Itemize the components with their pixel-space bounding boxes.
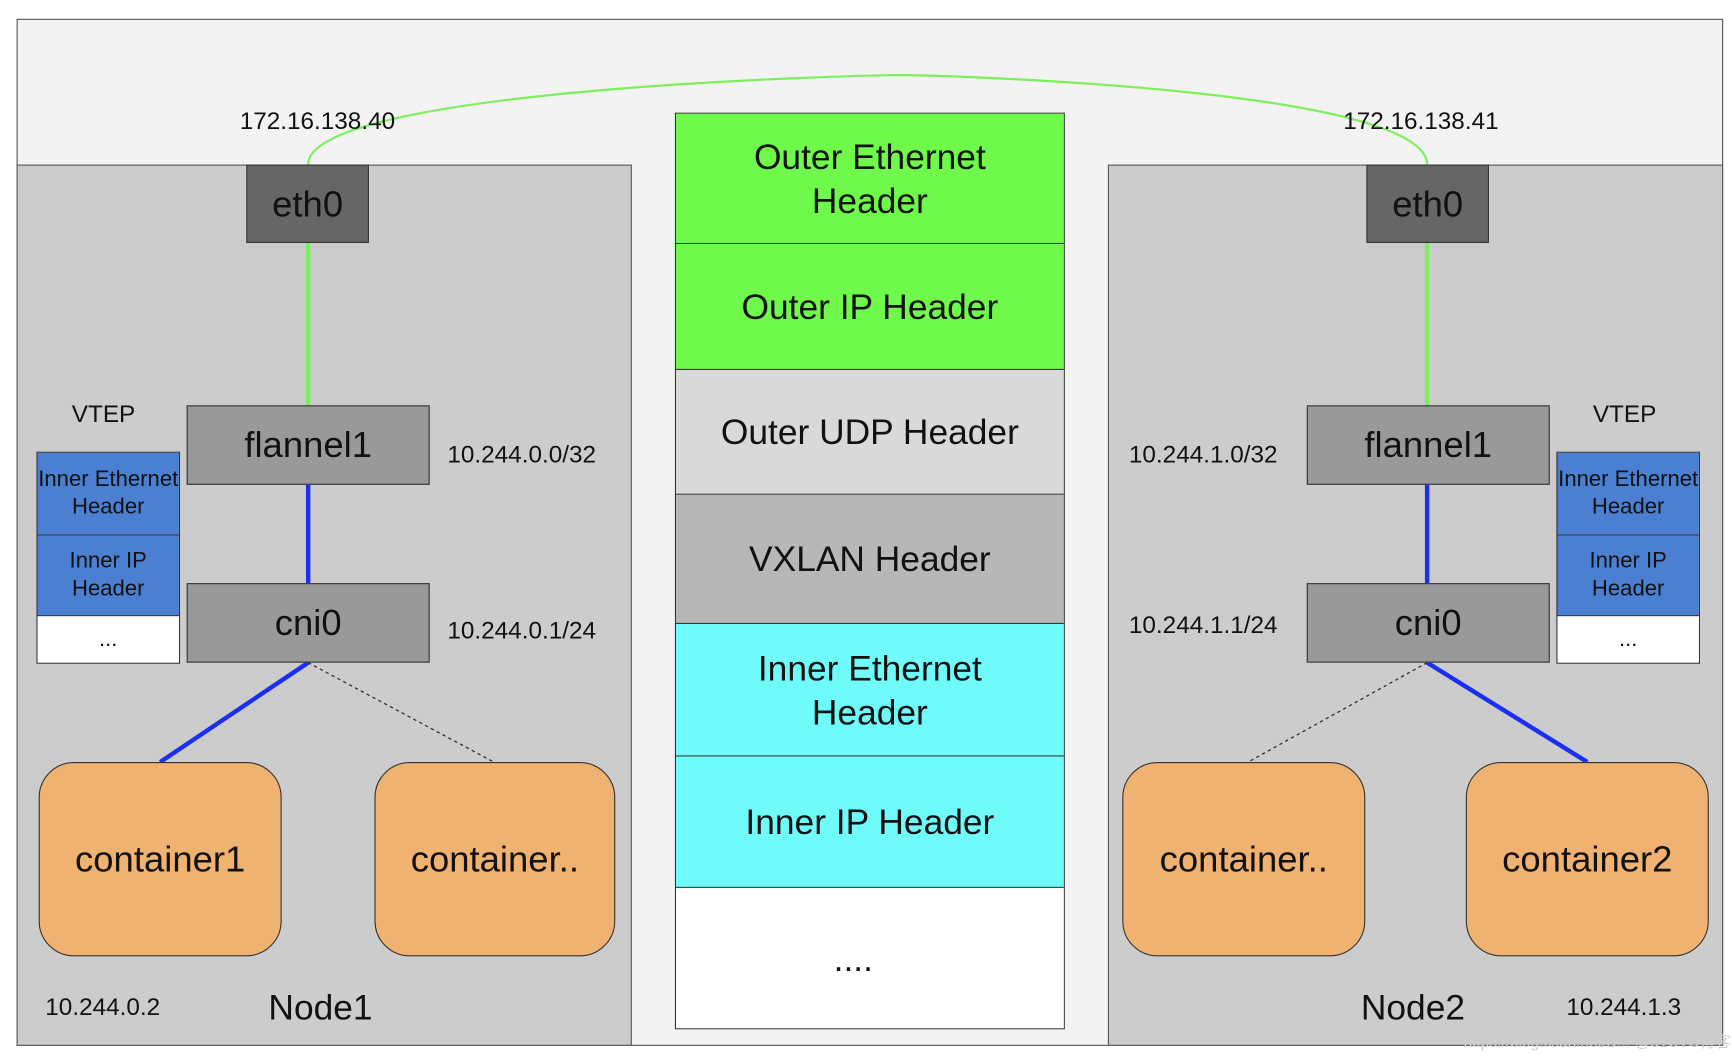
node2-vtep-inner-ip: Inner IP Header — [1557, 535, 1699, 617]
node2-cni0: cni0 — [1306, 583, 1550, 663]
vxlan-packet-stack: Outer Ethernet Header Outer IP Header Ou… — [674, 112, 1065, 1030]
layer-inner-ip: Inner IP Header — [676, 756, 1064, 888]
node2-vtep-stack: Inner Ethernet Header Inner IP Header ..… — [1556, 451, 1700, 664]
node2-container2: container2 — [1465, 762, 1709, 957]
node2-vtep-label: VTEP — [1592, 399, 1657, 428]
node1-name: Node1 — [268, 987, 373, 1028]
node1-underlay-ip: 172.16.138.40 — [239, 107, 396, 135]
layer-outer-ip: Outer IP Header — [676, 244, 1064, 370]
node1-eth0: eth0 — [246, 164, 369, 243]
node1-vtep-inner-ip: Inner IP Header — [37, 535, 179, 617]
node1-flannel1: flannel1 — [186, 405, 430, 485]
underlay-link — [307, 73, 1429, 165]
node1-container1-link — [158, 660, 310, 764]
node2-container-other-link — [1247, 662, 1428, 763]
layer-vxlan: VXLAN Header — [676, 494, 1064, 624]
node1-cni0: cni0 — [186, 583, 430, 663]
node1-vtep-stack: Inner Ethernet Header Inner IP Header ..… — [36, 451, 181, 664]
node1-container-other: container.. — [374, 762, 616, 957]
layer-outer-udp: Outer UDP Header — [676, 369, 1064, 495]
layer-inner-ethernet: Inner Ethernet Header — [676, 623, 1064, 757]
node2-vtep-more: ... — [1557, 616, 1699, 663]
layer-outer-ethernet: Outer Ethernet Header — [676, 113, 1064, 245]
layer-more: .... — [676, 887, 1064, 1029]
node2-name: Node2 — [1360, 987, 1466, 1028]
node2-container-ip: 10.244.1.3 — [1566, 992, 1682, 1021]
node2-cni-ip: 10.244.1.1/24 — [1128, 610, 1278, 639]
node2-vtep-inner-ethernet: Inner Ethernet Header — [1557, 452, 1699, 536]
node1-flannel-ip: 10.244.0.0/32 — [447, 440, 597, 469]
node1-container1: container1 — [38, 762, 282, 957]
node2-eth0: eth0 — [1366, 164, 1490, 243]
node1-vtep-more: ... — [37, 616, 179, 663]
node2-container-other: container.. — [1122, 762, 1366, 957]
node1-container-other-link — [307, 662, 495, 763]
node2-underlay-ip: 172.16.138.41 — [1343, 107, 1499, 135]
node1-vtep-label: VTEP — [71, 399, 136, 428]
node1-container-ip: 10.244.0.2 — [45, 992, 161, 1021]
node2-flannel-ip: 10.244.1.0/32 — [1128, 440, 1278, 469]
watermark: https://blog.csdn.net/D... @51CTO博客 — [1463, 1032, 1731, 1051]
node1-cni-ip: 10.244.0.1/24 — [447, 616, 597, 644]
node1-vtep-inner-ethernet: Inner Ethernet Header — [37, 452, 179, 536]
node2-flannel1: flannel1 — [1306, 405, 1550, 485]
node2-container2-link — [1425, 660, 1589, 764]
